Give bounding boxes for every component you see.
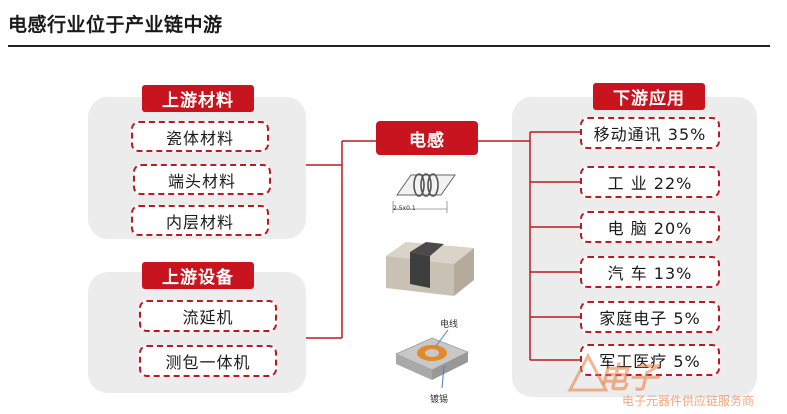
plating-label: 镀锡 [430, 395, 449, 405]
equipment-item: 测包一体机 [139, 345, 277, 377]
wire-label: 电线 [440, 320, 459, 330]
application-item: 家庭电子 5% [580, 301, 720, 333]
application-item: 电 脑 20% [580, 211, 720, 243]
dimension-label: 2.5x0.1 [393, 205, 416, 212]
center-inductor-node: 电感 [376, 121, 478, 155]
downstream-header: 下游应用 [593, 83, 705, 110]
watermark-subtitle: 电子元器件供应链服务商 [622, 394, 755, 408]
upstream-materials-header: 上游材料 [142, 85, 254, 112]
watermark-logo-icon [567, 352, 609, 392]
wound-chip-image [395, 329, 469, 389]
material-item: 瓷体材料 [131, 121, 269, 152]
chip-inductor-image [386, 242, 474, 296]
equipment-item: 流延机 [139, 300, 277, 332]
watermark-brand: 电子 [598, 361, 658, 396]
material-item: 端头材料 [133, 164, 271, 195]
application-item: 移动通讯 35% [580, 117, 720, 149]
upstream-equipment-header: 上游设备 [142, 262, 254, 289]
material-item: 内层材料 [131, 205, 269, 236]
page-title: 电感行业位于产业链中游 [8, 14, 223, 36]
application-item: 汽 车 13% [580, 256, 720, 288]
application-item: 军工医疗 5% [580, 344, 720, 376]
coil-inductor-image [392, 173, 456, 213]
application-item: 工 业 22% [580, 166, 720, 198]
title-divider [8, 45, 770, 47]
